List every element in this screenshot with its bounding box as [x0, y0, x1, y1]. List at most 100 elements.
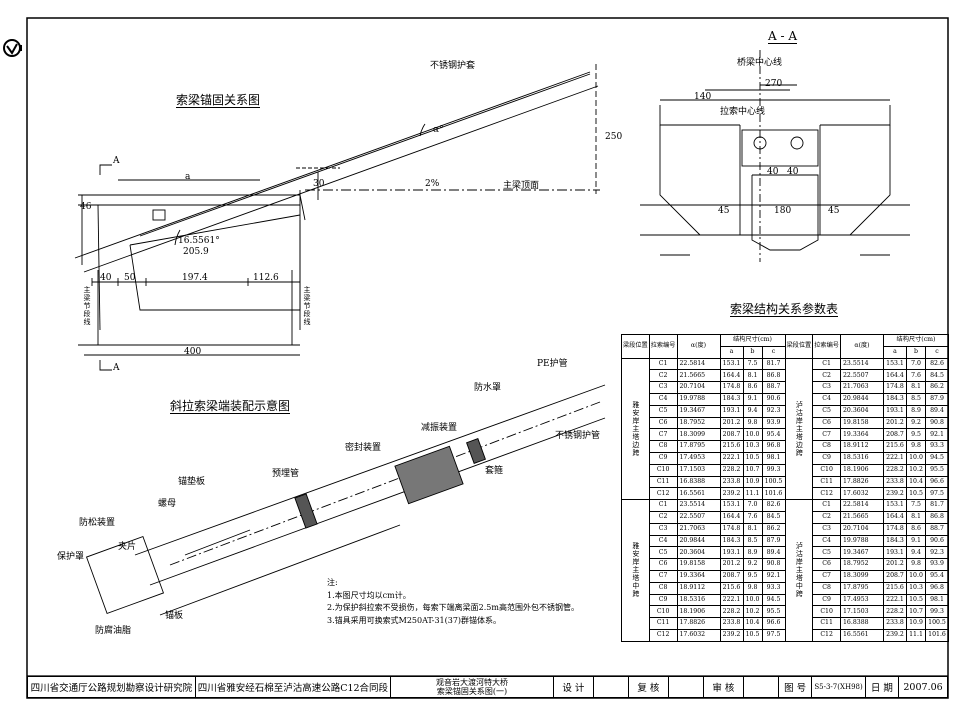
table-cell: 10.0: [742, 593, 763, 607]
table-cell: 93.9: [925, 558, 949, 571]
label-dim-140: 140: [694, 92, 712, 102]
table-cell: 184.3: [719, 534, 744, 548]
table-cell: 86.2: [761, 522, 786, 536]
tb-date: 2007.06: [898, 676, 948, 698]
table-cell: 164.4: [719, 369, 744, 383]
table-cell: 90.6: [925, 534, 949, 548]
parameter-table: 梁段位置 拉索编号 α(度) 结构尺寸(cm) 梁段位置 拉索编号 α(度) 结…: [621, 334, 949, 642]
label-dim-270: 270: [765, 79, 783, 89]
table-cell: 19.8158: [676, 558, 721, 571]
table-cell: 21.7063: [840, 381, 884, 394]
label-anchor-plate: 锚垫板: [178, 477, 206, 487]
table-cell: 10.2: [906, 463, 926, 477]
table-cell: 16.8388: [840, 617, 884, 630]
table-cell: 86.8: [925, 510, 949, 524]
table-cell: C3: [648, 522, 678, 536]
table-cell: 9.2: [906, 416, 926, 430]
table-cell: C12: [648, 487, 678, 501]
table-cell: 10.3: [742, 440, 763, 453]
table-cell: 233.8: [883, 475, 907, 489]
table-cell: 174.8: [719, 522, 744, 536]
table-cell: 215.6: [883, 440, 907, 453]
table-cell: 8.6: [906, 522, 926, 536]
table-cell: 239.2: [719, 487, 744, 501]
tb-check: 复 核: [628, 676, 669, 698]
table-cell: 17.4953: [840, 593, 884, 607]
table-cell: 92.3: [925, 546, 949, 560]
head-c-2: c: [925, 345, 949, 359]
table-cell: 222.1: [719, 593, 744, 607]
table-cell: 9.8: [742, 416, 763, 430]
label-bridge-center: 桥梁中心线: [737, 58, 783, 68]
head-b-2: b: [906, 345, 926, 359]
table-cell: 208.7: [719, 428, 744, 442]
table-cell: 193.1: [719, 404, 744, 418]
table-cell: 10.5: [742, 628, 763, 642]
table-cell: C4: [648, 392, 678, 406]
section-aa-title: A - A: [768, 29, 798, 44]
table-cell: C1: [812, 357, 841, 371]
table-cell: 92.1: [761, 569, 786, 583]
label-damper: 减振装置: [421, 423, 458, 433]
head-cable-no-2: 拉索编号: [812, 334, 841, 359]
table-cell: C12: [648, 628, 678, 642]
table-cell: 18.9112: [676, 581, 721, 595]
table-cell: 95.5: [925, 463, 949, 477]
table-cell: 215.6: [719, 581, 744, 595]
table-cell: 9.4: [742, 404, 763, 418]
table-cell: 81.7: [925, 499, 949, 512]
table-cell: 9.5: [906, 428, 926, 442]
table-cell: C3: [648, 381, 678, 394]
label-dim-30: 30: [313, 179, 325, 189]
table-cell: 17.8795: [840, 581, 884, 595]
table-cell: 222.1: [883, 451, 907, 465]
head-struct-2: 结构尺寸(cm): [883, 334, 949, 347]
label-dim-180: 180: [774, 206, 792, 216]
tb-drawing-no: S5-3-7(XH98): [811, 676, 866, 698]
table-cell: 88.7: [761, 381, 786, 394]
table-cell: C8: [648, 581, 678, 595]
table-cell: C8: [812, 440, 841, 453]
table-cell: 82.6: [761, 499, 786, 512]
table-cell: C2: [812, 369, 841, 383]
tb-review: 审 核: [703, 676, 744, 698]
label-dim-45b: 45: [828, 206, 840, 216]
table-cell: 8.9: [742, 546, 763, 560]
table-cell: 193.1: [883, 404, 907, 418]
table-cell: 10.5: [906, 487, 926, 501]
table-cell: C7: [648, 428, 678, 442]
table-cell: C11: [648, 617, 678, 630]
table-cell: 18.5316: [840, 451, 884, 465]
table-cell: 90.6: [761, 392, 786, 406]
table-cell: 99.3: [761, 463, 786, 477]
table-cell: 239.2: [883, 628, 907, 642]
table-cell: 101.6: [925, 628, 949, 642]
label-anti-corrosion: 防腐油脂: [95, 626, 132, 636]
table-cell: 239.2: [719, 628, 744, 642]
table-cell: 228.2: [719, 605, 744, 619]
tb-design: 设 计: [553, 676, 594, 698]
table-cell: 92.1: [925, 428, 949, 442]
table-cell: 20.3604: [676, 546, 721, 560]
table-cell: 17.8795: [676, 440, 721, 453]
table-cell: 86.2: [925, 381, 949, 394]
table-cell: 19.3467: [840, 546, 884, 560]
table-cell: 20.9844: [676, 534, 721, 548]
table-cell: 93.9: [761, 416, 786, 430]
table-cell: 18.9112: [840, 440, 884, 453]
label-dim-250: 250: [605, 132, 623, 142]
table-cell: 201.2: [719, 416, 744, 430]
table-cell: 17.8826: [676, 617, 721, 630]
table-cell: C6: [812, 416, 841, 430]
group-lower-left: 雅安岸主塔中跨: [621, 499, 650, 642]
